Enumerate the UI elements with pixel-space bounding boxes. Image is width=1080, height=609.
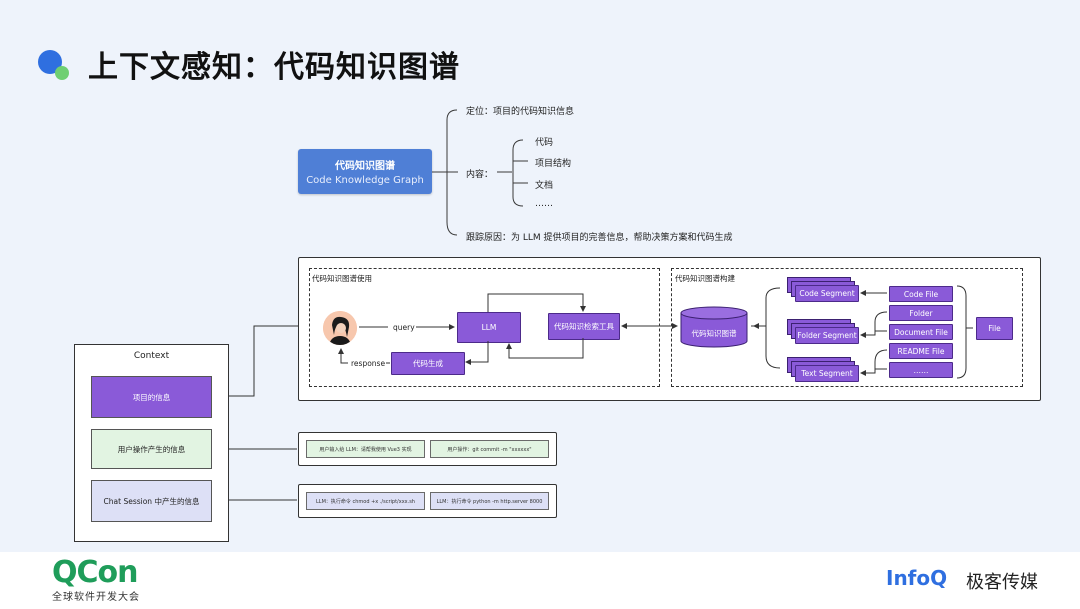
qcon-logo: QCon 全球软件开发大会	[52, 555, 140, 604]
build-section	[671, 268, 1023, 387]
context-title: Context	[133, 351, 170, 361]
kg-content-item: 项目结构	[535, 159, 572, 169]
query-label: query	[393, 323, 415, 332]
kg-content-item: 文档	[535, 181, 554, 191]
qcon-wordmark: QCon	[52, 555, 139, 590]
kg-name-en: Code Knowledge Graph	[306, 175, 424, 186]
source-code-file: Code File	[889, 286, 953, 302]
user-op-git: 用户操作：git commit -m "xxxxxx"	[430, 440, 549, 458]
code-segment-node: Code Segment	[795, 285, 859, 302]
chat-session-cmd-2: LLM：执行命令 python -m http.server 8000	[430, 492, 549, 510]
llm-node: LLM	[457, 312, 521, 343]
kg-name-cn: 代码知识图谱	[335, 161, 395, 172]
folder-segment-node: Folder Segment	[795, 327, 859, 344]
graph-database-icon	[680, 306, 748, 348]
infoq-logo: InfoQ	[886, 566, 948, 590]
context-panel: Context 项目的信息 用户操作产生的信息 Chat Session 中产生…	[74, 344, 229, 542]
source-readme-file: README File	[889, 343, 953, 359]
geekbang-logo: 极客传媒	[966, 572, 1038, 593]
user-avatar	[323, 311, 357, 345]
context-item-user-ops: 用户操作产生的信息	[91, 429, 212, 469]
mindmap-connectors	[432, 109, 528, 236]
kg-positioning: 定位：项目的代码知识信息	[466, 107, 575, 117]
chat-session-cmd-1: LLM：执行命令 chmod +x ./script/xxx.sh	[306, 492, 425, 510]
usage-section	[309, 268, 660, 387]
user-op-input: 用户输入给 LLM：请帮我使用 Vue3 实现	[306, 440, 425, 458]
build-label: 代码知识图谱构建	[675, 274, 735, 283]
knowledge-graph-node: 代码知识图谱 Code Knowledge Graph	[298, 149, 432, 194]
title-bullet-accent-icon	[55, 66, 69, 80]
page-title: 上下文感知：代码知识图谱	[88, 50, 460, 85]
kg-content-item: ……	[535, 199, 553, 209]
qcon-subtitle: 全球软件开发大会	[52, 592, 140, 603]
code-gen-node: 代码生成	[391, 352, 465, 375]
graph-database-label: 代码知识图谱	[691, 329, 737, 338]
kg-reason: 跟踪原因：为 LLM 提供项目的完善信息，帮助决策方案和代码生成	[466, 233, 733, 243]
source-more: ……	[889, 362, 953, 378]
response-label: response	[351, 359, 386, 368]
context-item-chat-session: Chat Session 中产生的信息	[91, 480, 212, 522]
kg-content-label: 内容：	[466, 170, 494, 180]
text-segment-node: Text Segment	[795, 365, 859, 382]
usage-label: 代码知识图谱使用	[312, 274, 372, 283]
context-item-project-info: 项目的信息	[91, 376, 212, 418]
kg-content-item: 代码	[535, 138, 554, 148]
source-document-file: Document File	[889, 324, 953, 340]
file-node: File	[976, 317, 1013, 340]
source-folder: Folder	[889, 305, 953, 321]
retrieval-tool-node: 代码知识检索工具	[548, 313, 620, 340]
